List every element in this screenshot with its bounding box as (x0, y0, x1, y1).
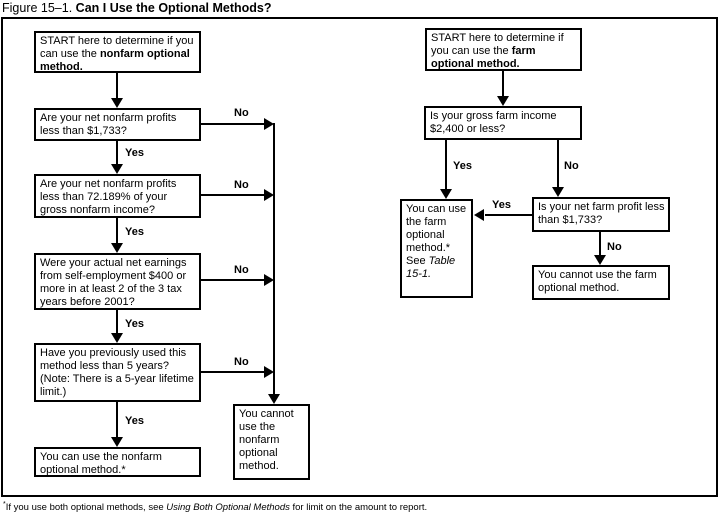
footnote: *If you use both optional methods, see U… (3, 501, 428, 514)
nonfarm-q4-yes-label: Yes (125, 415, 144, 427)
nonfarm-cannot-use-text: You cannot use the nonfarm optional meth… (239, 408, 294, 472)
nonfarm-percent-question-text: Are your net nonfarm profits less than 7… (40, 178, 177, 216)
nonfarm-years-question-box: Have you previously used this method les… (34, 343, 201, 402)
nonfarm-start-text: START here to determine if you can use t… (40, 35, 194, 60)
footnote-reference: Using Both Optional Methods (166, 502, 290, 513)
connector-nonfarm-q4-yes (111, 402, 123, 447)
nonfarm-q3-yes-label: Yes (125, 318, 144, 330)
connector-nonfarm-start-down (111, 73, 123, 108)
figure-title: Figure 15–1. Can I Use the Optional Meth… (2, 0, 272, 16)
farm-start-text: START here to determine if you can use t… (431, 32, 564, 57)
nonfarm-start-bold-text: nonfarm optional method. (40, 48, 190, 73)
connector-farm-start-down (497, 71, 509, 106)
farm-q1-no-label: No (564, 160, 579, 172)
farm-cannot-use-text: You cannot use the farm optional method. (538, 269, 657, 294)
connector-nonfarm-q1-no (201, 118, 274, 130)
connector-nonfarm-q1-yes (111, 141, 123, 174)
connector-farm-q1-no (552, 140, 564, 197)
footnote-text: If you use both optional methods, see (5, 502, 167, 513)
farm-gross-income-question-text: Is your gross farm income $2,400 or less… (430, 110, 557, 135)
farm-q2-no-label: No (607, 241, 622, 253)
nonfarm-q2-no-label: No (234, 179, 249, 191)
nonfarm-earnings-question-box: Were your actual net earnings from self-… (34, 253, 201, 310)
nonfarm-start-box: START here to determine if you can use t… (34, 31, 201, 73)
nonfarm-profits-question-box: Are your net nonfarm profits less than $… (34, 108, 201, 141)
nonfarm-q1-yes-label: Yes (125, 147, 144, 159)
nonfarm-q3-no-label: No (234, 264, 249, 276)
farm-net-profit-question-box: Is your net farm profit less than $1,733… (532, 197, 670, 232)
footnote-text-end: for limit on the amount to report. (289, 502, 428, 513)
farm-cannot-use-box: You cannot use the farm optional method. (532, 265, 670, 300)
nonfarm-percent-question-box: Are your net nonfarm profits less than 7… (34, 174, 201, 218)
farm-start-bold-text: farm optional method. (431, 45, 536, 70)
figure-number: Figure 15–1. (2, 1, 73, 15)
nonfarm-q4-no-label: No (234, 356, 249, 368)
connector-nonfarm-no-collector (268, 123, 280, 404)
farm-net-profit-question-text: Is your net farm profit less than $1,733… (538, 201, 665, 226)
connector-nonfarm-q3-yes (111, 310, 123, 343)
connector-nonfarm-q3-no (201, 274, 274, 286)
connector-farm-q1-yes (440, 140, 452, 199)
farm-q1-yes-label: Yes (453, 160, 472, 172)
farm-can-use-see-text: See (406, 255, 429, 267)
connector-nonfarm-q4-no (201, 366, 274, 378)
connector-farm-q2-no (594, 232, 606, 265)
nonfarm-profits-question-text: Are your net nonfarm profits less than $… (40, 112, 177, 137)
nonfarm-q1-no-label: No (234, 107, 249, 119)
farm-table-reference: Table 15-1. (406, 255, 456, 280)
farm-start-box: START here to determine if you can use t… (425, 28, 582, 71)
nonfarm-years-question-text: Have you previously used this method les… (40, 347, 194, 398)
nonfarm-earnings-question-text: Were your actual net earnings from self-… (40, 257, 187, 308)
nonfarm-q2-yes-label: Yes (125, 226, 144, 238)
connector-farm-q2-yes (474, 209, 532, 221)
farm-can-use-text: You can use the farm optional method.* (406, 203, 467, 254)
nonfarm-can-use-text: You can use the nonfarm optional method.… (40, 451, 162, 476)
connector-nonfarm-q2-no (201, 189, 274, 201)
connector-nonfarm-q2-yes (111, 218, 123, 253)
footnote-marker: * (3, 501, 6, 508)
figure-heading: Can I Use the Optional Methods? (75, 1, 272, 15)
farm-can-use-box: You can use the farm optional method.* S… (400, 199, 473, 298)
nonfarm-cannot-use-box: You cannot use the nonfarm optional meth… (233, 404, 310, 480)
nonfarm-can-use-box: You can use the nonfarm optional method.… (34, 447, 201, 477)
farm-gross-income-question-box: Is your gross farm income $2,400 or less… (424, 106, 582, 140)
farm-q2-yes-label: Yes (492, 199, 511, 211)
